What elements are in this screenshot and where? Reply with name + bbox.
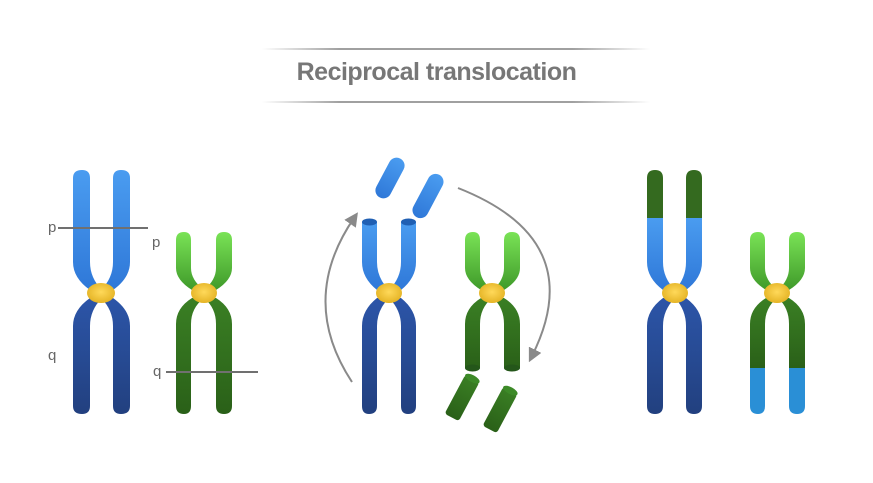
centromere [87, 283, 115, 303]
centromere [191, 283, 217, 303]
title-rule-bottom [262, 101, 650, 103]
centromere [376, 283, 402, 303]
centromere [662, 283, 688, 303]
label-p-left: p [48, 219, 56, 236]
page-title: Reciprocal translocation [296, 58, 577, 86]
chromosome-green-translocated [750, 232, 805, 414]
chromosome-blue-broken [362, 218, 416, 414]
label-p-right: p [152, 234, 160, 251]
centromere [479, 283, 505, 303]
centromere [764, 283, 790, 303]
exchange-arrow-left [324, 212, 358, 383]
chromosome-blue-translocated [647, 170, 702, 414]
detached-blue-segments [375, 157, 444, 219]
chromosome-green-broken [465, 232, 520, 372]
chromosome-blue-normal [73, 170, 130, 414]
exchange-arrow-right [457, 187, 551, 363]
detached-green-segments [445, 373, 518, 433]
title-rule-top [262, 48, 650, 50]
chromosome-green-normal [176, 232, 232, 414]
label-q-left: q [48, 347, 56, 364]
label-q-right: q [153, 363, 161, 380]
